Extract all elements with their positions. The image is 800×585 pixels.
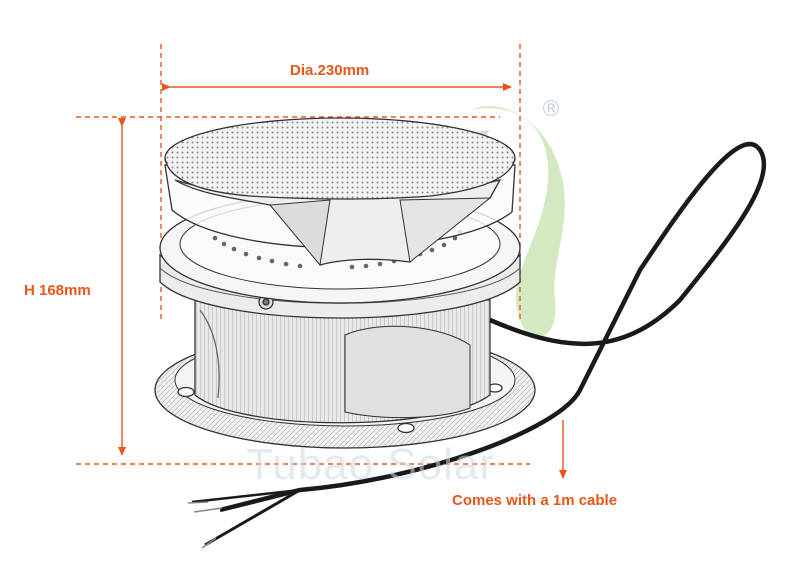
height-label: H 168mm (24, 282, 91, 299)
dimension-lines (76, 44, 567, 479)
watermark-brand-text: Tubao Solar (246, 440, 496, 489)
registered-mark: ® (540, 97, 562, 122)
diameter-label: Dia.230mm (290, 62, 370, 79)
cable-length-label: Comes with a 1m cable (452, 492, 618, 509)
lamp-illustration (154, 117, 536, 449)
cable (187, 141, 767, 549)
